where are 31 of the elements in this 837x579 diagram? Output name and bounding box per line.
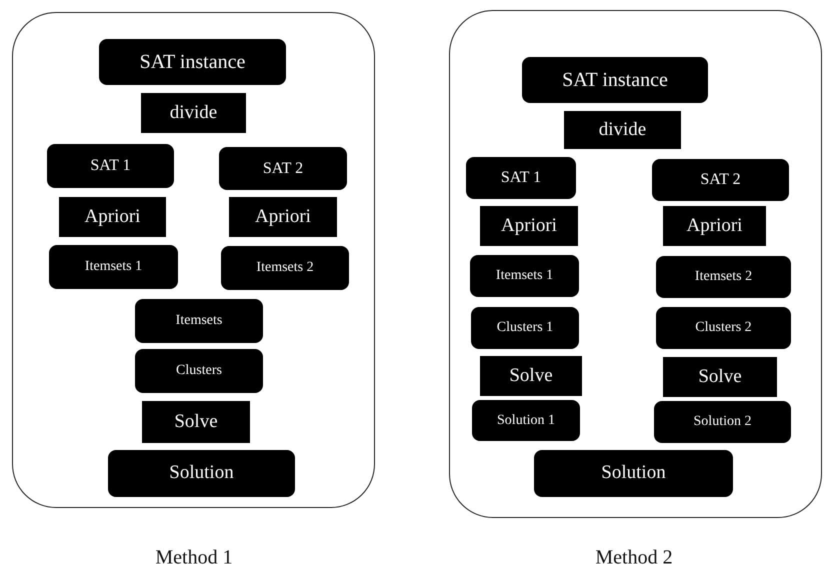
method-caption: Method 1 (155, 546, 233, 570)
step-label: Apriori (663, 206, 766, 246)
process-box: Itemsets 1 (49, 245, 178, 289)
process-box: Solution 2 (654, 401, 791, 443)
process-box: SAT 2 (652, 159, 789, 201)
process-box: Itemsets (135, 299, 263, 343)
step-label: divide (141, 93, 246, 133)
step-label: Apriori (480, 206, 578, 246)
process-box: SAT 1 (466, 157, 576, 199)
process-box: Itemsets 1 (470, 255, 579, 297)
process-box: Itemsets 2 (656, 256, 791, 298)
process-box: SAT 2 (219, 147, 347, 190)
method-caption: Method 2 (595, 546, 673, 570)
process-box: Solution 1 (472, 400, 580, 441)
process-box: Solution (534, 450, 733, 497)
step-label: Apriori (229, 197, 337, 237)
panel-box (449, 10, 822, 518)
process-box: Solution (108, 450, 295, 497)
process-box: Clusters 2 (656, 307, 791, 349)
process-box: SAT instance (99, 39, 286, 85)
process-box: Clusters 1 (471, 307, 579, 349)
process-box: SAT instance (522, 57, 708, 103)
step-label: divide (564, 111, 681, 149)
step-label: Solve (142, 401, 250, 443)
process-box: Itemsets 2 (221, 246, 349, 290)
process-box: Clusters (135, 349, 263, 393)
process-box: SAT 1 (47, 144, 174, 188)
panel-box (12, 12, 375, 508)
step-label: Solve (663, 357, 777, 397)
step-label: Apriori (59, 197, 166, 237)
step-label: Solve (480, 356, 582, 396)
